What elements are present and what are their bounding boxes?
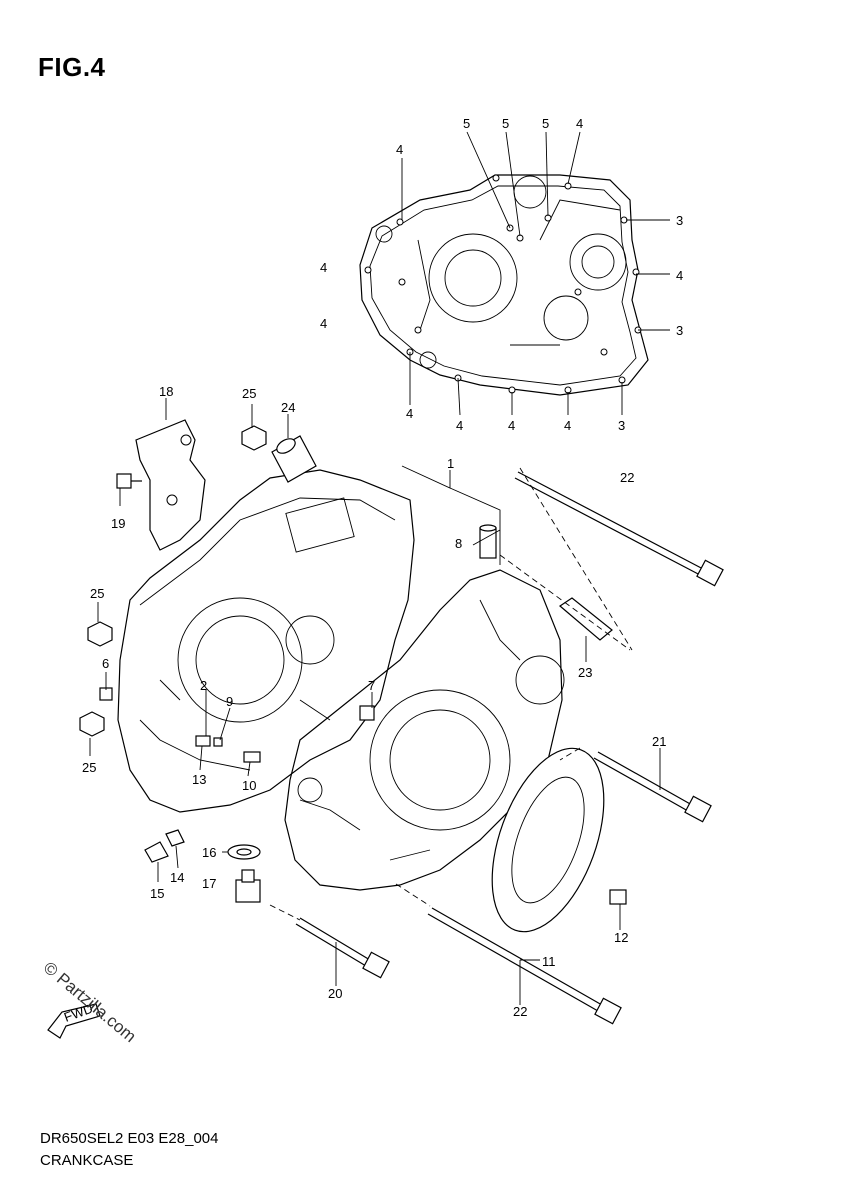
label-7: 7: [368, 678, 375, 693]
dowel-8: [479, 524, 497, 559]
clips-14-15: [144, 829, 185, 863]
label-18: 18: [159, 384, 173, 399]
label-4b: 4: [576, 116, 583, 131]
label-3b: 3: [676, 323, 683, 338]
label-10: 10: [242, 778, 256, 793]
label-15: 15: [150, 886, 164, 901]
label-12: 12: [614, 930, 628, 945]
label-24: 24: [281, 400, 295, 415]
label-20: 20: [328, 986, 342, 1001]
label-22b: 22: [513, 1004, 527, 1019]
label-4i: 4: [564, 418, 571, 433]
label-3a: 3: [676, 213, 683, 228]
sleeve-24: [271, 435, 317, 483]
label-23: 23: [578, 665, 592, 680]
label-25c: 25: [82, 760, 96, 775]
label-22a: 22: [620, 470, 634, 485]
label-5a: 5: [463, 116, 470, 131]
crankcase-gasket: [359, 174, 649, 396]
label-6: 6: [102, 656, 109, 671]
bracket-18: [135, 419, 206, 551]
nut-25-top: [241, 425, 267, 451]
label-2: 2: [200, 678, 207, 693]
crankcase-right-half: [284, 569, 565, 891]
gasket-leader-lines: [401, 131, 670, 416]
long-bolt-20: [295, 917, 390, 979]
label-13: 13: [192, 772, 206, 787]
label-8: 8: [455, 536, 462, 551]
label-4e: 4: [320, 316, 327, 331]
seal-plate-11: [491, 747, 605, 933]
label-21: 21: [652, 734, 666, 749]
label-17: 17: [202, 876, 216, 891]
bolt-19: [116, 473, 142, 489]
label-25a: 25: [242, 386, 256, 401]
label-16: 16: [202, 845, 216, 860]
label-3c: 3: [618, 418, 625, 433]
long-bolt-22-top: [514, 471, 724, 587]
label-1: 1: [447, 456, 454, 471]
label-4d: 4: [320, 260, 327, 275]
label-25b: 25: [90, 586, 104, 601]
label-19: 19: [111, 516, 125, 531]
gasket-holes: [364, 174, 642, 394]
label-11: 11: [542, 954, 556, 969]
washer-16: [227, 844, 261, 860]
label-4a: 4: [396, 142, 403, 157]
parts-9-10-13: [195, 735, 261, 763]
label-14: 14: [170, 870, 184, 885]
dowel-7: [359, 705, 375, 721]
figure-title: FIG.4: [38, 52, 106, 82]
label-9: 9: [226, 694, 233, 709]
bolt-12: [609, 889, 627, 905]
label-4g: 4: [456, 418, 463, 433]
nut-25-bottom: [79, 711, 105, 737]
part-leader-lines: [89, 398, 661, 1005]
long-bolt-21: [593, 751, 712, 823]
diagram-code: DR650SEL2 E03 E28_004: [40, 1130, 219, 1147]
label-5b: 5: [502, 116, 509, 131]
plug-17: [235, 869, 261, 903]
label-5c: 5: [542, 116, 549, 131]
part-labels: 1 2 3 3 3 4 4 4 4 4 4 4 4 4 5 5 5 6 7 8 …: [82, 116, 683, 1019]
long-bolt-22-bottom: [427, 907, 622, 1025]
nut-25-left: [87, 621, 113, 647]
diagram-name: CRANKCASE: [40, 1152, 134, 1169]
label-4c: 4: [676, 268, 683, 283]
label-4h: 4: [508, 418, 515, 433]
label-4f: 4: [406, 406, 413, 421]
